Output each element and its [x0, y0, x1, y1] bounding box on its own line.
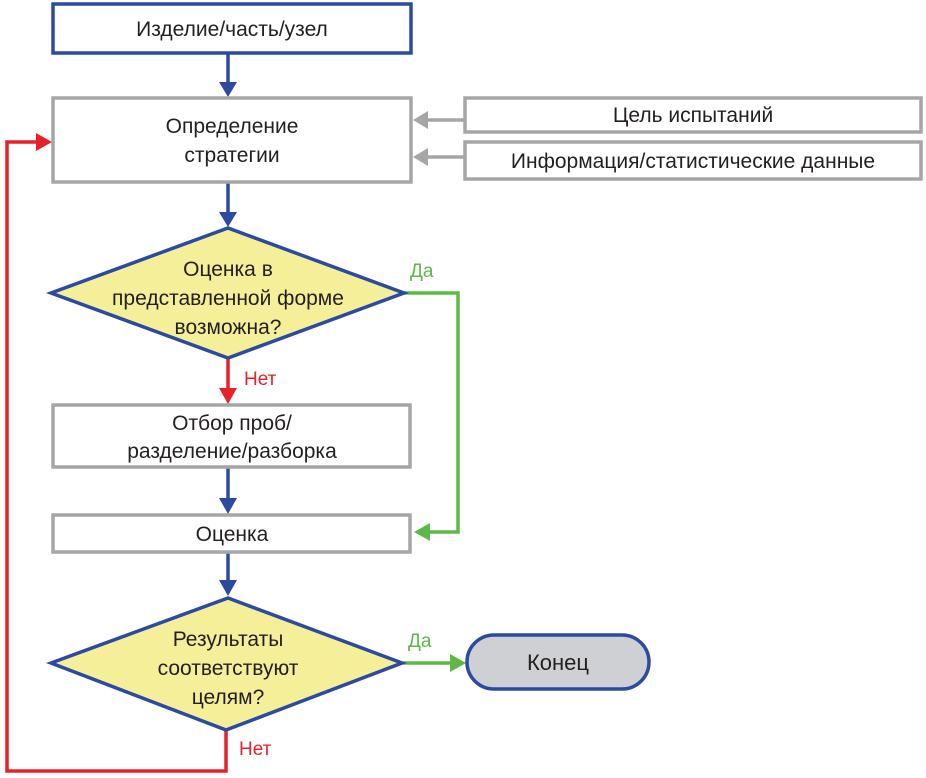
connector-strategy-to-decision1: [219, 183, 237, 227]
node-decision1-line-2: представленной форме: [112, 287, 344, 310]
node-strategy-line-2: стратегии: [184, 144, 279, 167]
arrow-head: [219, 388, 237, 404]
connector-decision1-yes: [404, 291, 460, 541]
arrow-head: [219, 580, 237, 596]
node-test-goal: Цель испытаний: [463, 96, 923, 134]
decision1-no-label: Нет: [244, 369, 277, 390]
node-item: Изделие/часть/узел: [51, 2, 413, 55]
arrow-head: [413, 111, 428, 129]
node-evaluation: Оценка: [51, 513, 412, 554]
node-end: Конец: [465, 633, 651, 691]
node-sampling: Отбор проб/ разделение/разборка: [51, 403, 412, 469]
connector-decision2-yes: [403, 654, 466, 672]
connector-decision1-no: [219, 358, 237, 404]
node-decision1: Оценка в представленной форме возможна?: [45, 226, 410, 360]
decision2-no-label: Нет: [239, 739, 272, 760]
node-sampling-line-2: разделение/разборка: [127, 440, 337, 463]
node-decision1-line-3: возможна?: [175, 316, 282, 339]
node-info-label: Информация/статистические данные: [511, 150, 875, 173]
node-decision1-line-1: Оценка в: [183, 258, 273, 281]
node-sampling-line-1: Отбор проб/: [172, 412, 292, 435]
arrow-head: [219, 212, 237, 227]
decision1-yes-label: Да: [410, 261, 434, 282]
node-decision2-line-3: целям?: [192, 686, 265, 709]
arrow-head: [450, 654, 466, 672]
connector-goal-to-strategy: [413, 111, 465, 129]
decision2-yes-label: Да: [408, 631, 432, 652]
connector-sampling-to-evaluation: [219, 468, 237, 514]
node-end-label: Конец: [527, 650, 589, 675]
node-test-goal-label: Цель испытаний: [613, 104, 773, 127]
arrow-head: [413, 148, 428, 166]
arrow-head: [36, 133, 52, 151]
node-decision2-line-1: Результаты: [173, 628, 284, 651]
arrow-head: [219, 498, 237, 514]
node-decision2: Результаты соответствуют целям?: [46, 596, 407, 732]
node-item-label: Изделие/часть/узел: [136, 18, 328, 41]
node-evaluation-label: Оценка: [196, 523, 269, 546]
arrow-head: [219, 82, 237, 97]
connector-item-to-strategy: [219, 54, 237, 97]
connector-evaluation-to-decision2: [219, 553, 237, 596]
node-info: Информация/статистические данные: [463, 140, 923, 181]
node-strategy-line-1: Определение: [166, 115, 299, 138]
connector-info-to-strategy: [413, 148, 465, 166]
node-decision2-line-2: соответствуют: [158, 657, 299, 680]
connector-decision2-no-loop: [5, 133, 228, 773]
arrow-head: [414, 523, 430, 541]
node-strategy: Определение стратегии: [51, 96, 413, 184]
